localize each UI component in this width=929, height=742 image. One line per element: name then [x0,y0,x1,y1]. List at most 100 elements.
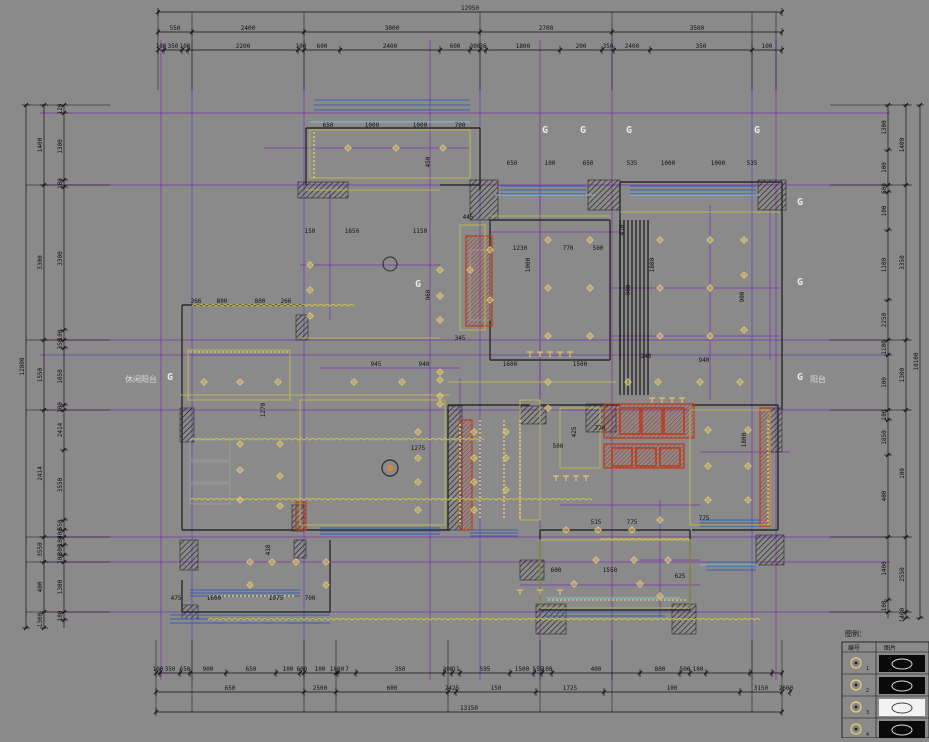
bottom-row1-dim-text: 350 [165,666,176,673]
downlight-icon [736,378,744,386]
top-row2-dim-text: 36 [479,43,487,50]
downlight-icon [292,558,300,566]
room-dimension-text: 600 [551,567,562,574]
furniture-outline [189,461,231,483]
right-inner-dim-text: 100 [881,409,888,420]
bottom-row1-dim-text: 1800 [330,666,345,673]
bottom-row1-dim-tick [549,670,555,676]
downlight-icon [436,368,444,376]
cabinet-door [659,447,681,467]
bottom-row1-dim-text: 800 [655,666,666,673]
right-outer-dim-text: 100 [899,468,906,479]
room-dimension-text: 775 [699,515,710,522]
bottom-row1-dim-tick [335,670,341,676]
bottom-row2-dim-text: 3150 [754,685,769,692]
legend-image [879,699,925,716]
room-dimension-text: 1800 [741,432,748,447]
cabinet-door [619,407,641,435]
bottom-row1-dim-tick [449,670,455,676]
right-inner-dim-text: 1400 [881,561,888,576]
bottom-row1-dim-tick [531,670,537,676]
downlight-icon [656,332,664,340]
ceiling-outline [187,349,291,401]
legend-code: 4 [866,732,869,738]
spotlight-icon [659,397,665,403]
bottom-row1-dim-tick [457,670,463,676]
downlight-icon [414,478,422,486]
bottom-row2-dim-text: 2500 [313,685,328,692]
room-dimension-text: 515 [591,519,602,526]
downlight-icon [350,378,358,386]
downlight-icon [306,286,314,294]
room-dimension-text: 650 [583,160,594,167]
downlight-icon [276,502,284,510]
bottom-row2-dim-tick [453,689,459,695]
bottom-row1-dim-tick [441,670,447,676]
bottom-row1-dim-text: 595 [480,666,491,673]
g-marker: G [542,125,548,136]
walls [179,127,787,635]
downlight-icon [628,526,636,534]
curtain-line [207,618,761,621]
top-row2-dim-text: 600 [317,43,328,50]
ceiling-outline [299,399,446,526]
wall-hatch [755,534,785,566]
bottom-row1-dim-text: 650 [246,666,257,673]
downlight-icon [740,236,748,244]
legend-title: 图例： [845,629,866,638]
bottom-row1-dim-tick [187,670,193,676]
spotlight-icon [557,351,563,357]
room-dimension-text: 445 [463,214,474,221]
windows [170,99,760,624]
top-row2-dim-tick [437,47,443,53]
downlight-icon [704,426,712,434]
top-overall-dim-tick [779,9,785,15]
bottom-row2-dim-tick [533,689,539,695]
downlight-icon [696,378,704,386]
right-inner-dim-tick [885,227,891,233]
downlight-icon [414,428,422,436]
downlight-icon [636,580,644,588]
left-outer-dim-text: 2414 [37,466,44,481]
top-row2-dim-text: 350 [168,43,179,50]
downlight-icon [740,271,748,279]
room-dimension-text: 650 [323,122,334,129]
spotlight-icon [669,397,675,403]
downlight-icon [436,292,444,300]
downlight-icon [544,404,552,412]
spotlight-icon [567,351,573,357]
downlight-icon [398,378,406,386]
bottom-row1-dim-text: 650 [180,666,191,673]
room-dimension-text: 1600 [207,595,222,602]
right-overall-dim-text: 10100 [913,352,920,370]
spotlight-icon [573,475,579,481]
downlight-icon [466,266,474,274]
downlight-icon [706,236,714,244]
downlight-icon [322,581,330,589]
left-inner-dim-text: 2414 [57,422,64,437]
g-marker: G [415,279,421,290]
ceiling-outline [689,409,771,526]
downlight-icon [544,378,552,386]
room-dimension-text: 535 [627,160,638,167]
room-dimension-text: 500 [593,245,604,252]
left-inner-dim-text: 350 [57,338,64,349]
left-inner-dim-tick [61,402,67,408]
downlight-icon [436,392,444,400]
bottom-row1-dim-text: 100 [153,666,164,673]
room-dimension-text: 1000 [525,257,532,272]
room-dimension-text: 500 [553,443,564,450]
downlight-icon [200,378,208,386]
downlight-icon [562,526,570,534]
top-row2-dim-text: 2200 [236,43,251,50]
room-dimension-text: 475 [171,595,182,602]
window [314,99,470,111]
room-dimension-text: 1800 [649,257,656,272]
room-dimension-text: 900 [739,291,746,302]
room-dimension-text: 940 [419,361,430,368]
legend-image-shape [891,658,913,670]
bottom-row2-dim-text: 650 [225,685,236,692]
downlight-icon [630,556,638,564]
